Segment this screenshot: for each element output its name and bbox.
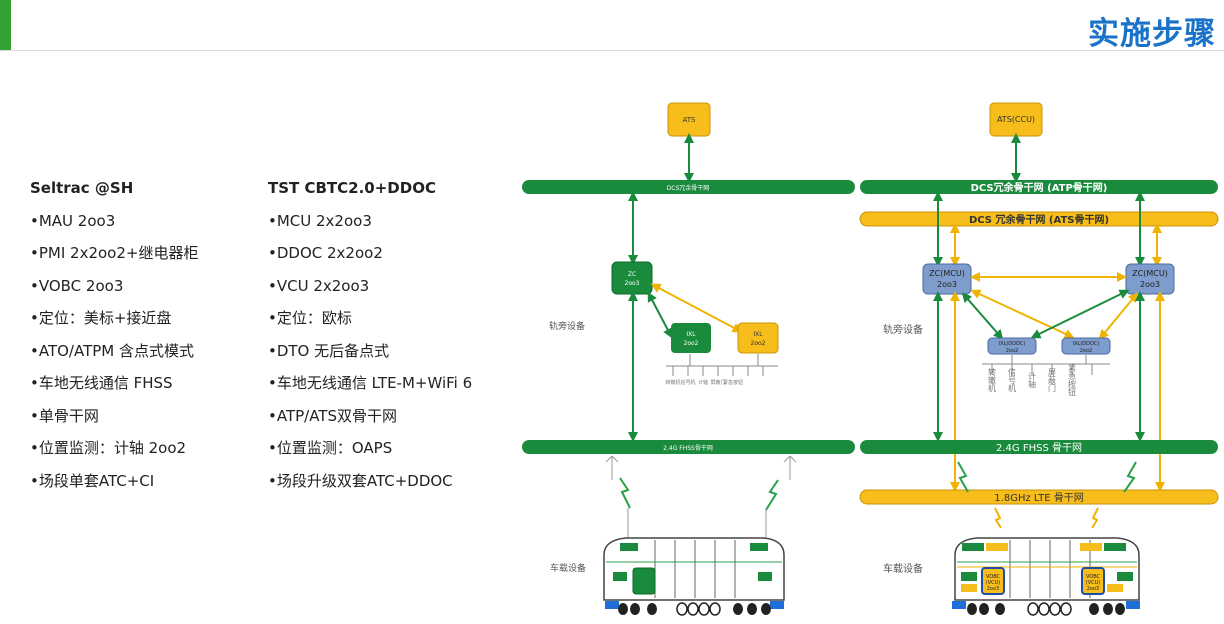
ddoc-left-redundancy: 2oo2 [1006, 348, 1018, 354]
zc-right-label: ZC(MCU) [1132, 269, 1168, 278]
vcu-box-right [1081, 567, 1105, 595]
fhss-bus-label: 2.4G FHSS骨干网 [663, 445, 713, 452]
dcs-bus [522, 180, 855, 194]
onboard-label: 车载设备 [550, 562, 586, 574]
vcu-label: (VCU) [986, 580, 1001, 586]
header-bar: 实施步骤 [0, 0, 1224, 52]
right-item: •位置监测：OAPS [268, 439, 393, 457]
zc-box [611, 261, 653, 295]
zc-redundancy: 2oo3 [625, 280, 640, 287]
right-item: •场段升级双套ATC+DDOC [268, 471, 453, 490]
fhss-bus-right [860, 440, 1218, 454]
ddoc-right-label: IXL(DDOC) [1073, 341, 1100, 347]
vcu-label: VOBC [1086, 574, 1101, 580]
left-item: •位置监测：计轴 2oo2 [30, 439, 187, 457]
right-column-heading: TST CBTC2.0+DDOC [268, 179, 436, 197]
vcu-box-left [981, 567, 1005, 595]
atp-bus-label: DCS冗余骨干网 (ATP骨干网) [971, 181, 1108, 194]
left-column-heading: Seltrac @SH [30, 179, 134, 197]
zc-left-label: ZC(MCU) [929, 269, 965, 278]
right-item: •DDOC 2x2oo2 [268, 244, 383, 262]
vcu-label: (VCU) [1086, 580, 1101, 586]
left-item: •单骨干网 [30, 406, 99, 425]
ddoc-right-redundancy: 2oo2 [1080, 348, 1092, 354]
header-accent [0, 0, 11, 50]
ixl-box-2 [737, 322, 779, 354]
ats-bus-label: DCS 冗余骨干网 (ATS骨干网) [969, 213, 1109, 226]
right-column: TST CBTC2.0+DDOC •MCU 2x2oo3 •DDOC 2x2oo… [268, 172, 472, 497]
ixl1-redundancy: 2oo2 [684, 340, 699, 347]
zc-right-redundancy: 2oo3 [1140, 280, 1160, 289]
device-label: 屏蔽门 [710, 379, 725, 386]
ixl2-redundancy: 2oo2 [751, 340, 766, 347]
ddoc-box-right [1061, 337, 1111, 355]
left-item: •ATO/ATPM 含点式模式 [30, 341, 194, 360]
left-item: •场段单套ATC+CI [30, 471, 155, 490]
ddoc-box-left [987, 337, 1037, 355]
left-item: •定位：美标+接近盘 [30, 309, 172, 327]
fhss-bus-right-label: 2.4G FHSS 骨干网 [996, 442, 1082, 454]
left-item: •车地无线通信 FHSS [30, 374, 173, 392]
lte-bus-label: 1.8GHz LTE 骨干网 [994, 492, 1083, 504]
left-item: •MAU 2oo3 [30, 211, 116, 230]
dcs-bus-label: DCS冗余骨干网 [667, 184, 710, 192]
ats-ccu-label: ATS(CCU) [997, 115, 1035, 124]
left-diagram: ATS DCS冗余骨干网 ZC 2oo3 IXL 2oo2 IXL 2oo2 轨… [522, 102, 855, 616]
device-label: 信号机 [680, 379, 695, 386]
left-item: •VOBC 2oo3 [30, 276, 124, 295]
left-item: •PMI 2x2oo2+继电器柜 [30, 244, 199, 262]
right-item: •ATP/ATS双骨干网 [268, 406, 397, 425]
device-label: 转辙机 [665, 379, 680, 386]
device-label: 紧急按钮 [723, 379, 743, 386]
device-label: 计轴 [1028, 371, 1037, 389]
vcu-label: 2oo3 [987, 586, 999, 592]
device-label: 信号机 [1008, 367, 1017, 393]
vcu-label: VOBC [986, 574, 1001, 580]
right-item: •MCU 2x2oo3 [268, 211, 372, 230]
ixl1-label: IXL [686, 331, 696, 338]
ats-label: ATS [683, 116, 697, 124]
right-diagram: ATS(CCU) DCS冗余骨干网 (ATP骨干网) DCS 冗余骨干网 (AT… [859, 102, 1219, 616]
vcu-label: 2oo3 [1087, 586, 1099, 592]
trackside-label-right: 轨旁设备 [883, 323, 923, 336]
fhss-bus [522, 440, 855, 454]
onboard-label-right: 车载设备 [883, 562, 923, 575]
right-item: •VCU 2x2oo3 [268, 276, 370, 295]
ats-bus [859, 211, 1219, 227]
device-label: 屏蔽门 [1048, 368, 1057, 393]
device-label: 转辙机 [988, 367, 997, 393]
device-label: 计轴 [698, 379, 708, 386]
trackside-label: 轨旁设备 [549, 320, 585, 332]
ixl-box-1 [671, 323, 711, 353]
right-item: •定位：欧标 [268, 309, 352, 327]
right-item: •车地无线通信 LTE-M+WiFi 6 [268, 374, 473, 392]
ixl2-label: IXL [753, 331, 763, 338]
left-column: Seltrac @SH •MAU 2oo3 •PMI 2x2oo2+继电器柜 •… [30, 172, 198, 497]
ddoc-left-label: IXL(DDOC) [999, 341, 1026, 347]
zc-left-redundancy: 2oo3 [937, 280, 957, 289]
page-title: 实施步骤 [1088, 16, 1216, 52]
atp-bus [860, 180, 1218, 194]
lte-bus [859, 489, 1219, 505]
device-label: 紧急按钮 [1068, 364, 1077, 397]
right-item: •DTO 无后备点式 [268, 341, 390, 360]
zc-label: ZC [628, 271, 636, 278]
